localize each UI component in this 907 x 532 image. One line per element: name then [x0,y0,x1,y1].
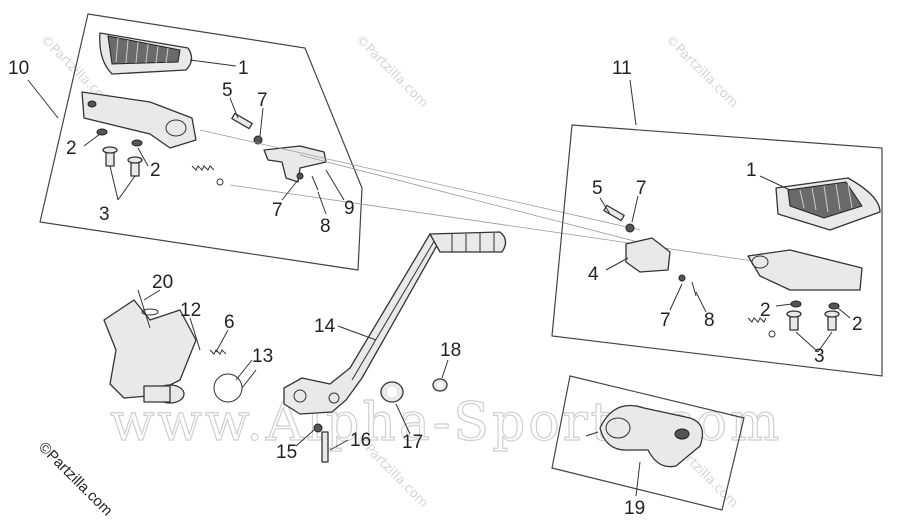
callout-20: 20 [152,272,173,293]
left-footpeg-bracket [81,91,197,149]
callout-left-3: 3 [99,204,110,225]
callout-right-3: 3 [814,346,825,367]
callout-14: 14 [314,316,336,337]
callout-left-5: 5 [222,80,233,101]
callout-left-9: 9 [344,198,355,219]
callout-left-2a: 2 [66,138,77,159]
callout-right-8: 8 [704,310,715,331]
callout-left-8: 8 [320,216,331,237]
callout-18: 18 [440,340,461,361]
watermark-partzilla: ©Partzilla.com [662,32,741,111]
callout-17: 17 [402,432,423,453]
left-bolts [102,146,143,177]
watermark-partzilla: ©Partzilla.com [352,32,431,111]
right-cotter-pin [691,281,697,297]
right-assembly-frame [551,124,883,377]
right-pin [603,204,635,233]
right-bolts [786,310,840,331]
lever-spring-small [209,349,227,355]
callout-right-2a: 2 [760,300,771,321]
left-spring [191,165,224,186]
left-washers [96,128,143,147]
axis-lines [199,129,761,263]
lever-washer [141,308,159,316]
left-cotter-pin [311,175,319,191]
callout-15: 15 [276,442,297,463]
lever-bracket [103,299,197,399]
kick-lever-bracket-group [103,289,257,404]
callout-left-1: 1 [238,58,249,79]
callout-left-7b: 7 [272,200,283,221]
lever-sleeve [143,385,171,403]
right-spring [747,317,776,338]
callout-left-7: 7 [257,90,268,111]
left-assembly-frame [39,13,363,271]
callout-left-10: 10 [8,58,29,79]
right-footpeg-bracket [747,249,863,291]
lever-torsion-spring [213,369,257,403]
callout-12: 12 [180,300,201,321]
partzilla-copyright: ©Partzilla.com [35,439,116,520]
right-washers [790,300,840,310]
left-footrest-assembly [39,13,363,271]
lever-pin [137,289,151,329]
cover-assembly [551,375,745,511]
callout-right-11: 11 [612,58,632,79]
callout-right-7: 7 [636,178,647,199]
right-mount-bracket [625,237,686,282]
callout-right-2b: 2 [852,314,863,335]
right-footrest-assembly [551,124,883,377]
left-pin [231,112,263,145]
callout-left-2b: 2 [150,160,161,181]
callout-right-1: 1 [746,160,757,181]
leader-lines [27,59,851,497]
callout-right-7b: 7 [660,310,671,331]
cover-frame [551,375,745,511]
callout-16: 16 [350,430,371,451]
right-footpeg-rubber [775,177,881,231]
callout-labels: 10 1 5 7 2 2 3 7 9 8 11 1 5 7 4 7 8 2 2 … [8,58,863,519]
callout-6: 6 [224,312,235,333]
kick-lever-grip [429,231,507,253]
callout-right-4: 4 [588,264,599,285]
callout-19: 19 [624,498,645,519]
left-footpeg-rubber [99,32,193,75]
kick-lever [283,231,507,463]
callout-13: 13 [252,346,273,367]
callout-right-5: 5 [592,178,603,199]
kick-lever-bolt [313,423,329,463]
